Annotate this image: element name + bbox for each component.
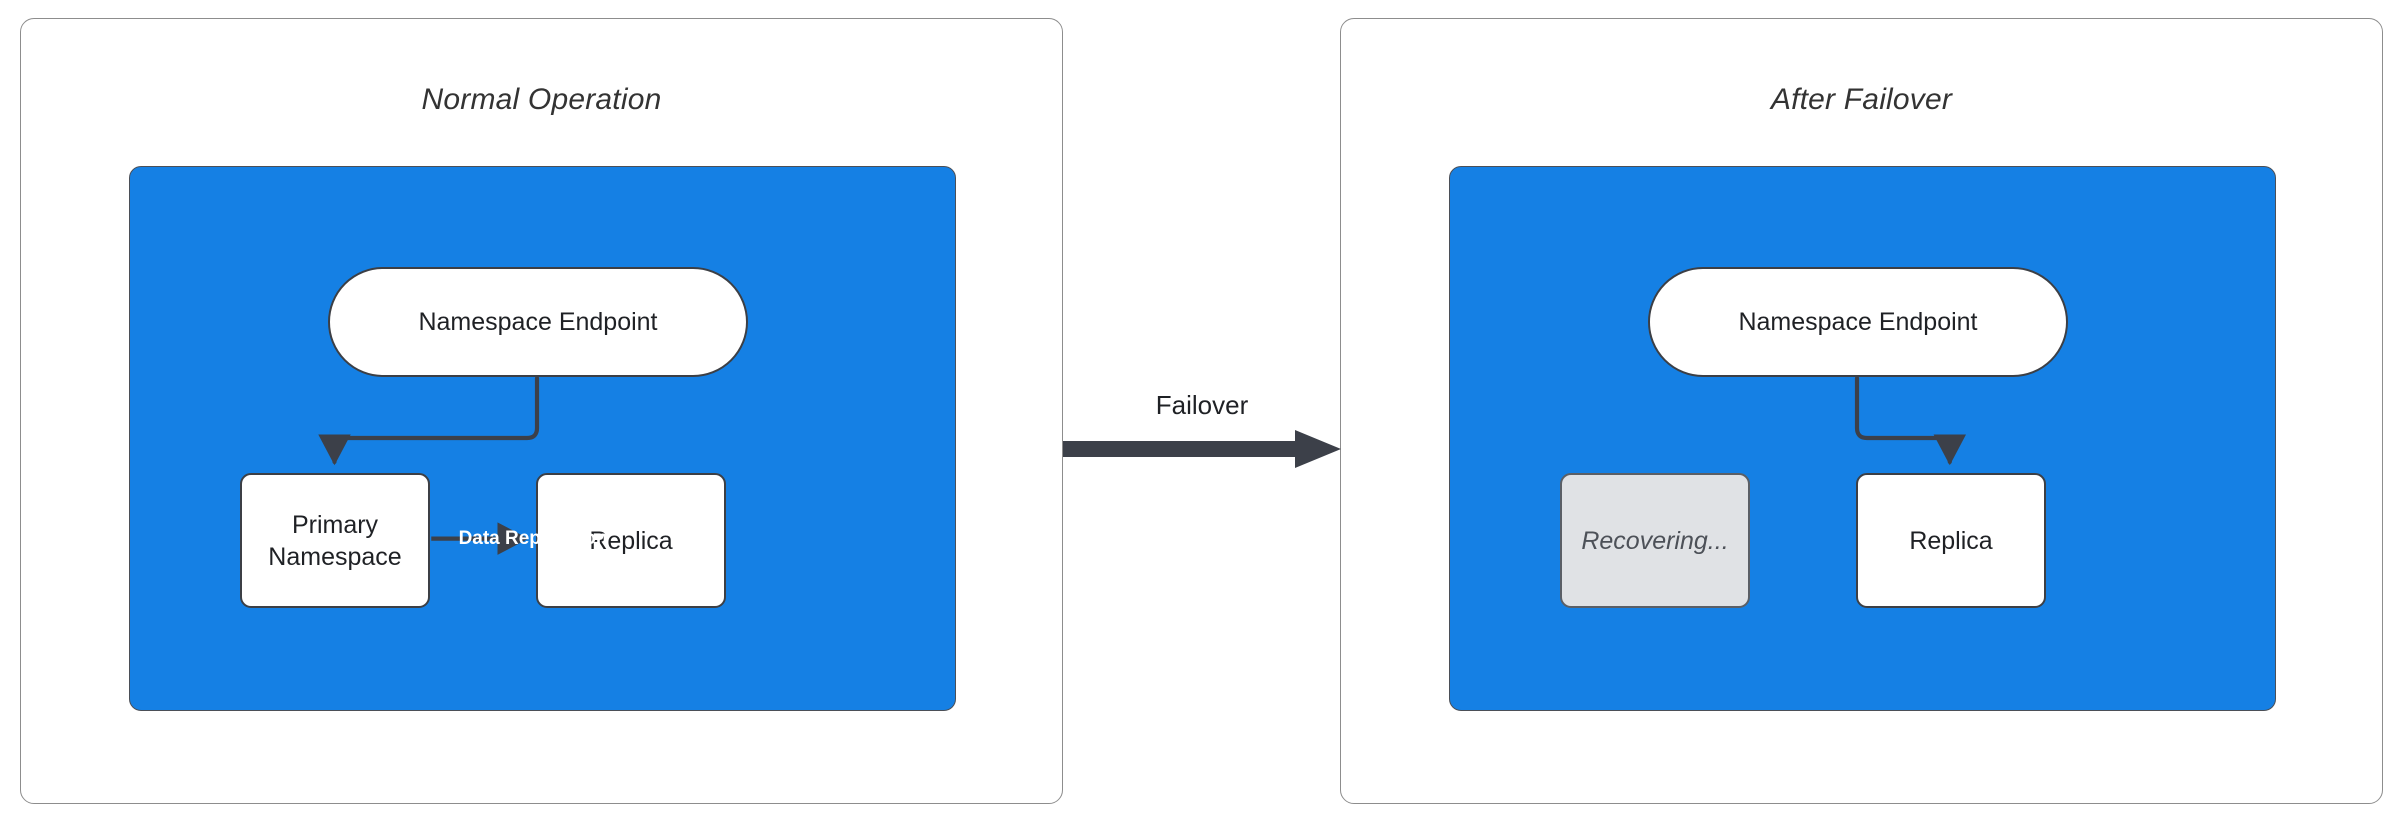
panel-after-failover: After Failover Namespace Endpoint Recove… (1340, 18, 2383, 804)
node-namespace-endpoint-left[interactable]: Namespace Endpoint (328, 267, 748, 377)
node-namespace-endpoint-right[interactable]: Namespace Endpoint (1648, 267, 2068, 377)
connectors-right (1854, 376, 1967, 466)
node-label-line1: Primary (291, 510, 379, 539)
node-label: Namespace Endpoint (418, 308, 658, 336)
edge-endpoint-to-primary (318, 376, 540, 466)
node-label-line2: Namespace (268, 542, 402, 571)
panel-title-after-failover: After Failover (1770, 83, 1953, 116)
failover-transition: Failover (1063, 390, 1341, 480)
node-label: Replica (1909, 526, 1993, 555)
edge-endpoint-to-replica (1854, 376, 1967, 466)
region-failover-blue: Namespace Endpoint Recovering... Replica (1449, 166, 2276, 711)
node-primary-namespace[interactable]: Primary Namespace (240, 473, 430, 608)
panel-title-normal-operation: Normal Operation (421, 83, 662, 116)
connectors-left (318, 376, 540, 555)
node-replica-left[interactable]: Replica (536, 473, 726, 608)
node-label: Recovering... (1581, 526, 1729, 555)
node-label: Replica (589, 526, 673, 555)
failover-arrow-icon (1063, 430, 1341, 468)
node-label: Namespace Endpoint (1738, 308, 1978, 336)
node-label: Primary Namespace (268, 509, 401, 573)
region-primary-blue: Namespace Endpoint Primary Namespace Rep… (129, 166, 956, 711)
node-replica-right[interactable]: Replica (1856, 473, 2046, 608)
panel-normal-operation: Normal Operation Namesp (20, 18, 1063, 804)
node-recovering[interactable]: Recovering... (1560, 473, 1750, 608)
edge-label-data-replication: Data Replication (458, 528, 608, 549)
failover-label: Failover (1155, 390, 1249, 420)
